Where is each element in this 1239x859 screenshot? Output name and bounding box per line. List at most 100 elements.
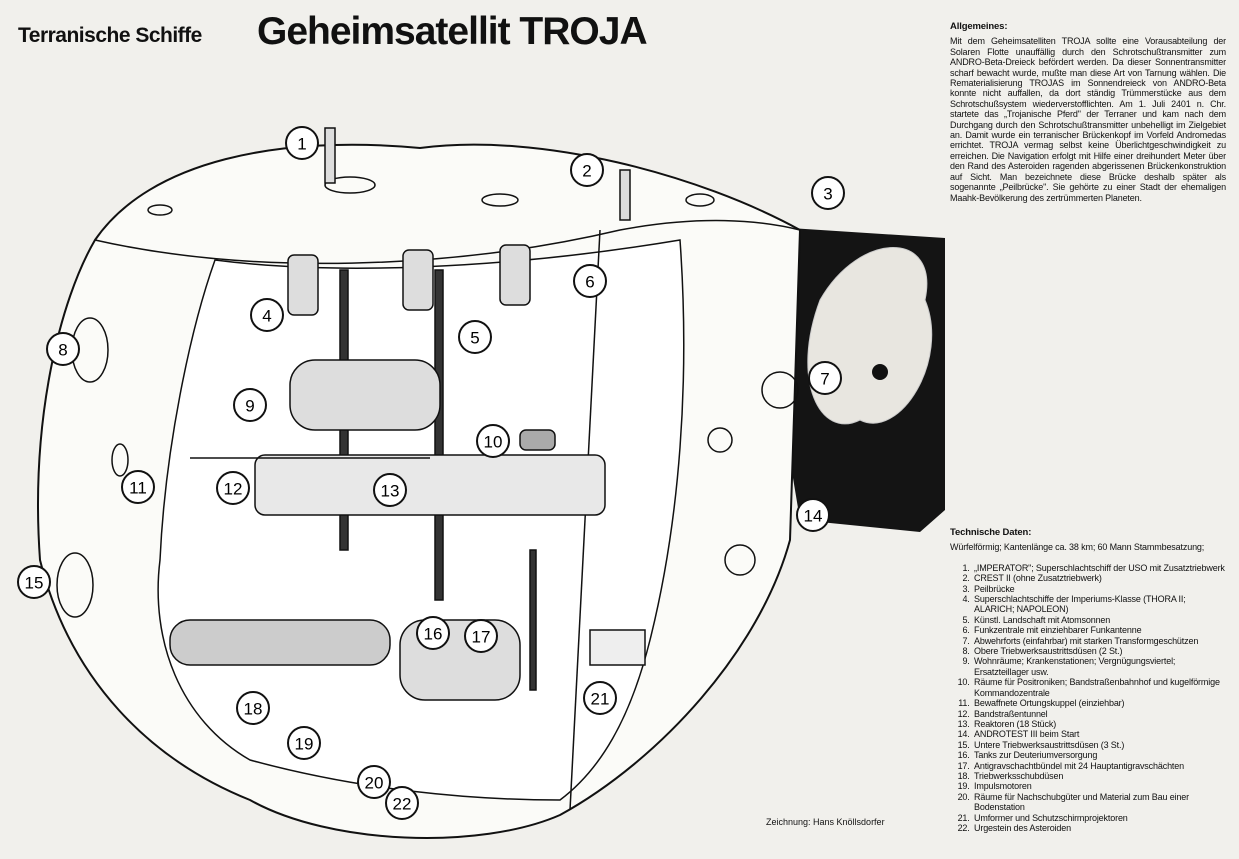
- callout-13: 13: [373, 473, 407, 507]
- legend-item: Urgestein des Asteroiden: [972, 823, 1226, 833]
- callout-circle: [236, 691, 270, 725]
- callout-number: 17: [472, 628, 491, 647]
- callout-number: 11: [129, 479, 147, 498]
- callout-circle: [583, 681, 617, 715]
- legend-item: Superschlachtschiffe der Imperiums-Klass…: [972, 594, 1226, 615]
- callout-circle: [285, 126, 319, 160]
- legend-item: Räume für Positroniken; Bandstraßenbahnh…: [972, 677, 1226, 698]
- general-section: Allgemeines: Mit dem Geheimsatelliten TR…: [950, 21, 1226, 203]
- callout-2: 2: [570, 153, 604, 187]
- callout-number: 14: [804, 507, 823, 526]
- legend-item: Reaktoren (18 Stück): [972, 719, 1226, 729]
- callout-circle: [811, 176, 845, 210]
- legend-item: Bewaffnete Ortungskuppel (einziehbar): [972, 698, 1226, 708]
- callout-circle: [385, 786, 419, 820]
- callout-number: 10: [484, 433, 503, 452]
- callout-number: 12: [224, 480, 243, 499]
- callout-circle: [357, 765, 391, 799]
- callout-circle: [250, 298, 284, 332]
- callout-number: 5: [470, 329, 479, 348]
- ship-launch-flash: [872, 364, 888, 380]
- callout-1: 1: [285, 126, 319, 160]
- legend-item: Antigravschachtbündel mit 24 Hauptantigr…: [972, 761, 1226, 771]
- general-text: Mit dem Geheimsatelliten TROJA sollte ei…: [950, 36, 1226, 203]
- callout-8: 8: [46, 332, 80, 366]
- series-title: Terranische Schiffe: [18, 24, 202, 47]
- callout-circle: [287, 726, 321, 760]
- technical-heading: Technische Daten:: [950, 527, 1032, 538]
- legend-item: Räume für Nachschubgüter und Material zu…: [972, 792, 1226, 813]
- callout-circle: [476, 424, 510, 458]
- callout-number: 7: [820, 370, 829, 389]
- callout-22: 22: [385, 786, 419, 820]
- legend-item: „IMPERATOR"; Superschlachtschiff der USO…: [972, 563, 1226, 573]
- callout-number: 6: [585, 273, 594, 292]
- callout-circle: [46, 332, 80, 366]
- callout-15: 15: [17, 565, 51, 599]
- legend-item: Künstl. Landschaft mit Atomsonnen: [972, 615, 1226, 625]
- callout-circle: [573, 264, 607, 298]
- callout-3: 3: [811, 176, 845, 210]
- callout-17: 17: [464, 619, 498, 653]
- callout-number: 18: [244, 700, 263, 719]
- technical-legend-list: „IMPERATOR"; Superschlachtschiff der USO…: [950, 563, 1226, 834]
- callout-circle: [373, 473, 407, 507]
- callout-circle: [416, 616, 450, 650]
- callout-14: 14: [796, 498, 830, 532]
- illustrator-credit: Zeichnung: Hans Knöllsdorfer: [766, 817, 885, 827]
- general-heading: Allgemeines:: [950, 21, 1008, 32]
- callout-circle: [808, 361, 842, 395]
- legend-item: Funkzentrale mit einziehbarer Funkantenn…: [972, 625, 1226, 635]
- callout-number: 4: [262, 307, 271, 326]
- callout-9: 9: [233, 388, 267, 422]
- legend-item: CREST II (ohne Zusatztriebwerk): [972, 573, 1226, 583]
- cube-edge: [569, 229, 601, 811]
- callout-circle: [458, 320, 492, 354]
- callout-circle: [570, 153, 604, 187]
- callout-7: 7: [808, 361, 842, 395]
- callout-number: 22: [393, 795, 412, 814]
- callout-circle: [233, 388, 267, 422]
- callout-number: 8: [58, 341, 67, 360]
- craters: [56, 176, 799, 618]
- callout-number: 20: [365, 774, 384, 793]
- callout-number: 2: [582, 162, 591, 181]
- page-title: Geheimsatellit TROJA: [257, 10, 648, 53]
- legend-item: Peilbrücke: [972, 584, 1226, 594]
- top-face-edge: [94, 219, 801, 265]
- legend-item: Impulsmotoren: [972, 781, 1226, 791]
- callout-10: 10: [476, 424, 510, 458]
- callout-16: 16: [416, 616, 450, 650]
- callout-circle: [216, 471, 250, 505]
- legend-item: Wohnräume; Krankenstationen; Vergnügungs…: [972, 656, 1226, 677]
- callout-number: 3: [823, 185, 832, 204]
- legend-item: Umformer und Schutzschirmprojektoren: [972, 813, 1226, 823]
- callout-circle: [464, 619, 498, 653]
- callout-20: 20: [357, 765, 391, 799]
- callout-4: 4: [250, 298, 284, 332]
- legend-item: Untere Triebwerksaustrittsdüsen (3 St.): [972, 740, 1226, 750]
- legend-item: Tanks zur Deuteriumversorgung: [972, 750, 1226, 760]
- callout-19: 19: [287, 726, 321, 760]
- callout-6: 6: [573, 264, 607, 298]
- callout-number: 15: [25, 574, 44, 593]
- legend-item: Abwehrforts (einfahrbar) mit starken Tra…: [972, 636, 1226, 646]
- callout-number: 9: [245, 397, 254, 416]
- callout-18: 18: [236, 691, 270, 725]
- callout-21: 21: [583, 681, 617, 715]
- interior-cavity: [157, 239, 685, 801]
- legend-item: Bandstraßentunnel: [972, 709, 1226, 719]
- callout-circle: [796, 498, 830, 532]
- legend-item: Triebwerksschubdüsen: [972, 771, 1226, 781]
- technical-intro: Würfelförmig; Kantenlänge ca. 38 km; 60 …: [950, 542, 1205, 553]
- callout-12: 12: [216, 471, 250, 505]
- interior-structures: [169, 127, 646, 701]
- callout-number: 13: [381, 482, 400, 501]
- technical-section: Technische Daten: Würfelförmig; Kantenlä…: [950, 527, 1226, 834]
- legend-item: ANDROTEST III beim Start: [972, 729, 1226, 739]
- callout-circle: [121, 470, 155, 504]
- callout-5: 5: [458, 320, 492, 354]
- callout-circle: [17, 565, 51, 599]
- callout-number: 1: [297, 135, 306, 154]
